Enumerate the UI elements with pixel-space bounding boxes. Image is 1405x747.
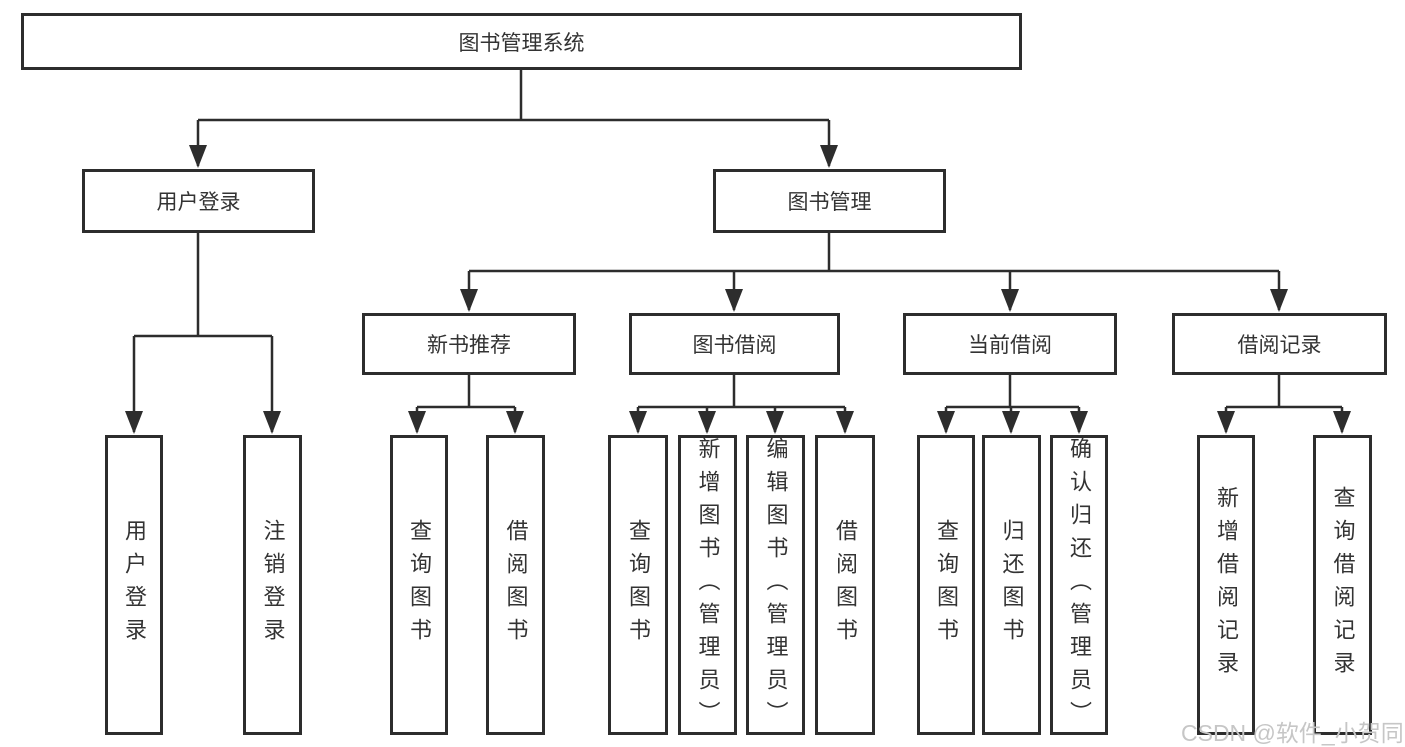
leaf-logout-label: 注销登录: [260, 519, 286, 651]
leaf-borrow-books-recommend: 借阅图书: [486, 435, 545, 735]
leaf-query-books-recommend-label: 查询图书: [407, 519, 432, 651]
leaf-query-books-borrow: 查询图书: [608, 435, 668, 735]
leaf-query-books-recommend: 查询图书: [390, 435, 448, 735]
node-current-borrow: 当前借阅: [903, 313, 1117, 375]
node-library-management-system: 图书管理系统: [21, 13, 1022, 70]
leaf-query-books-borrow-label: 查询图书: [626, 519, 651, 651]
csdn-watermark: CSDN @软件_小贺同学: [1181, 720, 1405, 746]
leaf-confirm-return-admin: 确认归还（管理员）: [1050, 435, 1108, 735]
leaf-confirm-return-admin-label: 确认归还（管理员）: [1067, 436, 1092, 734]
leaf-edit-books-admin: 编辑图书（管理员）: [746, 435, 805, 735]
leaf-add-borrow-record: 新增借阅记录: [1197, 435, 1255, 735]
leaf-add-borrow-record-label: 新增借阅记录: [1214, 486, 1239, 684]
leaf-logout: 注销登录: [243, 435, 302, 735]
leaf-return-books: 归还图书: [982, 435, 1041, 735]
node-borrow-records: 借阅记录: [1172, 313, 1387, 375]
leaf-user-login: 用户登录: [105, 435, 163, 735]
leaf-query-borrow-record-label: 查询借阅记录: [1330, 486, 1356, 684]
leaf-query-borrow-record: 查询借阅记录: [1313, 435, 1372, 735]
leaf-query-books-current: 查询图书: [917, 435, 975, 735]
leaf-add-books-admin: 新增图书（管理员）: [678, 435, 737, 735]
node-book-management: 图书管理: [713, 169, 946, 233]
leaf-borrow-books: 借阅图书: [815, 435, 875, 735]
leaf-add-books-admin-label: 新增图书（管理员）: [695, 436, 721, 734]
leaf-query-books-current-label: 查询图书: [934, 519, 959, 651]
leaf-borrow-books-label: 借阅图书: [833, 519, 858, 651]
leaf-borrow-books-recommend-label: 借阅图书: [503, 519, 529, 651]
node-new-book-recommend: 新书推荐: [362, 313, 576, 375]
leaf-return-books-label: 归还图书: [999, 519, 1025, 651]
leaf-edit-books-admin-label: 编辑图书（管理员）: [763, 436, 789, 734]
leaf-user-login-label: 用户登录: [122, 519, 147, 651]
node-book-borrow: 图书借阅: [629, 313, 840, 375]
node-user-login: 用户登录: [82, 169, 315, 233]
